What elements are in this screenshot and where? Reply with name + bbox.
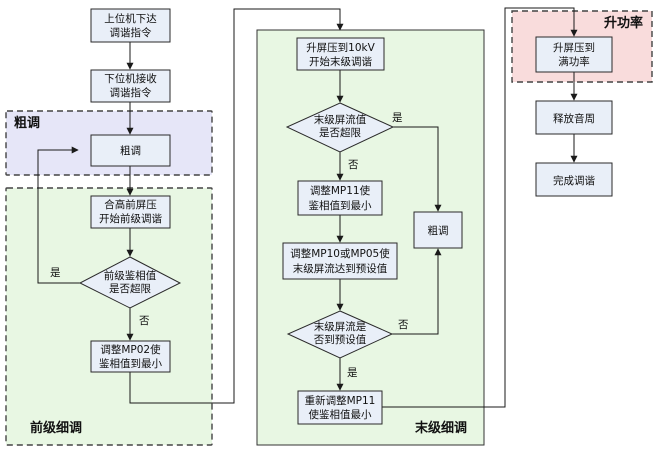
node-adjust-mp11-line-2: 鉴相值到最小 (309, 199, 372, 212)
node-pre-phase-check-line-1: 前级鉴相值 (104, 269, 157, 282)
edges (37, 7, 578, 408)
node-close-pre-screen: 合高前屏压 开始前级调谐 (90, 195, 171, 229)
node-adjust-mp02-line-1: 调整MP02使 (100, 343, 161, 356)
node-coarse-tune-line-1: 粗调 (120, 145, 141, 157)
edge-final-check-yes (393, 126, 442, 212)
node-final-current-check-line-2: 是否超限 (319, 126, 361, 139)
region-pre-fine-label: 前级细调 (30, 420, 82, 436)
node-raise-full-power-line-2: 满功率 (558, 55, 590, 68)
node-host-issue-line-2: 调谐指令 (110, 26, 152, 39)
node-raise-full-power-line-1: 升屏压到 (553, 42, 595, 54)
flowchart-nodes: 上位机下达 调谐指令 下位机接收 调谐指令 粗调 合高前屏压 开始前级调谐 前级… (78, 8, 613, 425)
node-complete-tuning: 完成调谐 (535, 162, 613, 197)
node-host-issue: 上位机下达 调谐指令 (90, 8, 171, 43)
node-slave-receive-line-1: 下位机接收 (104, 72, 157, 85)
label-preset-no: 否 (398, 319, 409, 331)
node-raise-screen-10kv-line-2: 开始末级调谐 (309, 55, 372, 68)
node-final-current-preset-line-1: 末级屏流是 (314, 320, 367, 333)
label-final-yes: 是 (392, 112, 403, 124)
node-raise-screen-10kv: 升屏压到10kV 开始末级调谐 (296, 37, 385, 71)
node-coarse-tune-2-line-1: 粗调 (428, 225, 449, 237)
node-complete-tuning-line-1: 完成调谐 (553, 174, 595, 187)
node-close-pre-screen-line-1: 合高前屏压 (104, 198, 157, 211)
node-host-issue-line-1: 上位机下达 (104, 12, 157, 25)
node-final-current-preset-line-2: 否到预设值 (314, 333, 367, 346)
node-pre-phase-check-line-2: 是否超限 (109, 282, 151, 295)
node-close-pre-screen-line-2: 开始前级调谐 (99, 212, 162, 225)
node-coarse-tune: 粗调 (90, 134, 171, 167)
node-adjust-mp02-line-2: 鉴相值到最小 (99, 357, 162, 370)
node-raise-screen-10kv-line-1: 升屏压到10kV (306, 42, 375, 54)
node-adjust-mp11-line-1: 调整MP11使 (310, 184, 371, 197)
node-slave-receive-line-2: 调谐指令 (110, 86, 152, 99)
node-readjust-mp11: 重新调整MP11 使鉴相值最小 (297, 390, 383, 425)
node-final-current-check-line-1: 末级屏流值 (314, 113, 367, 126)
label-pre-yes: 是 (50, 267, 61, 279)
edge-preset-no (392, 248, 442, 335)
label-preset-yes: 是 (347, 367, 358, 379)
region-coarse-label: 粗调 (14, 115, 40, 131)
node-readjust-mp11-line-1: 重新调整MP11 (305, 394, 376, 407)
node-adjust-mp02: 调整MP02使 鉴相值到最小 (90, 340, 171, 373)
node-raise-full-power: 升屏压到 满功率 (535, 36, 613, 73)
node-adjust-mp10-mp05: 调整MP10或MP05使 末级屏流达到预设值 (282, 242, 398, 280)
edge-mp02-to-final (129, 8, 344, 404)
node-coarse-tune-2: 粗调 (413, 211, 463, 249)
node-final-current-check: 末级屏流值 是否超限 (285, 102, 395, 153)
node-slave-receive: 下位机接收 调谐指令 (90, 69, 171, 103)
region-pre-fine (5, 187, 213, 446)
node-adjust-mp10-mp05-line-1: 调整MP10或MP05使 (290, 247, 390, 260)
region-power-up-label: 升功率 (604, 15, 643, 31)
node-release-audio-line-1: 释放音周 (553, 112, 595, 125)
node-adjust-mp11: 调整MP11使 鉴相值到最小 (297, 180, 383, 216)
region-final-fine-label: 末级细调 (414, 420, 467, 436)
node-final-current-preset: 末级屏流是 否到预设值 (286, 310, 394, 359)
edge-pre-check-yes-loop (37, 146, 80, 284)
edge-readjust-to-full-power (382, 7, 578, 408)
node-release-audio: 释放音周 (535, 100, 613, 135)
label-final-no: 否 (348, 159, 359, 171)
label-pre-no: 否 (139, 315, 150, 327)
node-readjust-mp11-line-2: 使鉴相值最小 (309, 408, 372, 421)
node-pre-phase-check: 前级鉴相值 是否超限 (78, 256, 182, 309)
node-adjust-mp10-mp05-line-2: 末级屏流达到预设值 (293, 262, 388, 275)
